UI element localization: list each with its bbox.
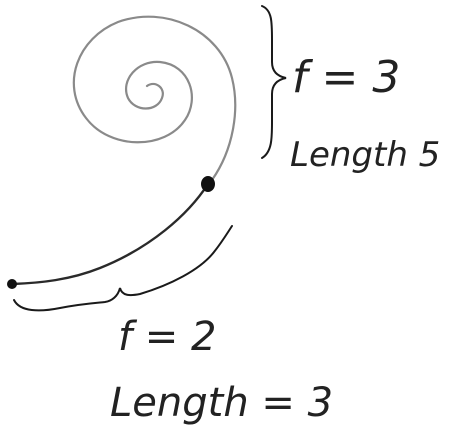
spiral-curve xyxy=(72,15,237,182)
tail-length-label: Length = 3 xyxy=(110,380,333,426)
tail-f-label: f = 2 xyxy=(118,314,216,360)
spiral-f-label: f = 3 xyxy=(292,52,400,103)
tail-brace xyxy=(13,225,233,312)
tail-curve xyxy=(11,182,210,286)
spiral-length-label: Length 5 xyxy=(290,135,440,175)
tail-end-point xyxy=(7,279,17,289)
spiral-brace xyxy=(261,5,287,159)
junction-point xyxy=(201,176,215,192)
